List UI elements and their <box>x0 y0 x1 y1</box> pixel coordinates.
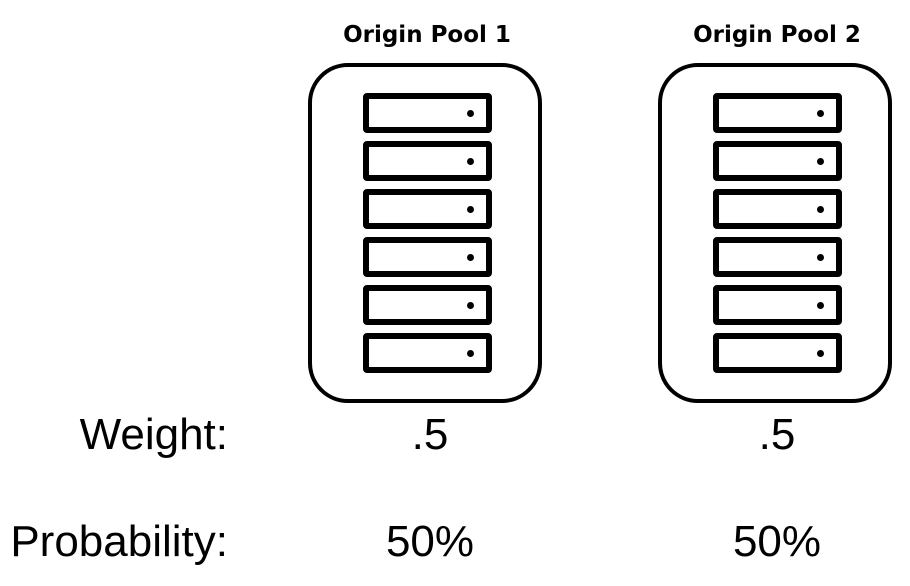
server-unit-icon <box>713 141 842 181</box>
server-unit-icon <box>713 237 842 277</box>
server-unit-icon <box>363 237 492 277</box>
origin-pool-2: Origin Pool 2 <box>657 0 897 410</box>
server-unit-icon <box>713 285 842 325</box>
server-unit-icon <box>363 93 492 133</box>
server-unit-icon <box>713 93 842 133</box>
server-unit-icon <box>713 333 842 373</box>
server-led-icon <box>817 254 824 261</box>
pool-title: Origin Pool 1 <box>343 22 511 48</box>
pool-title: Origin Pool 2 <box>693 22 861 48</box>
pool-container <box>658 63 892 403</box>
server-unit-icon <box>363 285 492 325</box>
server-rack-icon <box>713 93 842 373</box>
server-unit-icon <box>363 189 492 229</box>
server-led-icon <box>467 302 474 309</box>
pool-container <box>308 63 542 403</box>
pool-1-probability-value: 50% <box>385 517 475 566</box>
server-led-icon <box>817 350 824 357</box>
origin-pool-1: Origin Pool 1 <box>307 0 547 410</box>
server-led-icon <box>817 158 824 165</box>
probability-label: Probability: <box>10 517 228 566</box>
server-led-icon <box>467 110 474 117</box>
server-led-icon <box>467 206 474 213</box>
server-led-icon <box>817 302 824 309</box>
pool-2-probability-value: 50% <box>732 517 822 566</box>
server-led-icon <box>467 254 474 261</box>
server-unit-icon <box>363 141 492 181</box>
server-unit-icon <box>363 333 492 373</box>
pool-2-weight-value: .5 <box>758 410 796 459</box>
server-led-icon <box>817 206 824 213</box>
server-led-icon <box>467 158 474 165</box>
server-led-icon <box>817 110 824 117</box>
weight-label: Weight: <box>79 410 228 459</box>
server-unit-icon <box>713 189 842 229</box>
server-led-icon <box>467 350 474 357</box>
server-rack-icon <box>363 93 492 373</box>
pool-1-weight-value: .5 <box>411 410 449 459</box>
